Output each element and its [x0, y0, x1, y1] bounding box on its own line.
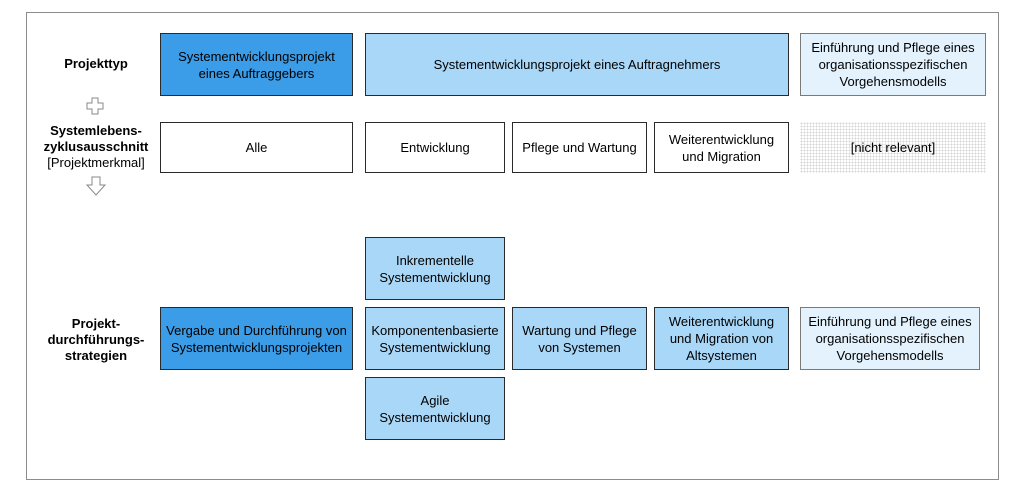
label-lebenszyklus: Systemlebens- zyklusausschnitt [Projektm… [43, 123, 149, 170]
projekttyp-auftragnehmer: Systementwicklungsprojekt eines Auftragn… [365, 33, 789, 96]
strategie-inkrementell: Inkrementelle Systementwicklung [365, 237, 505, 300]
strategie-wartung: Wartung und Pflege von Systemen [512, 307, 647, 370]
arrow-down-icon [86, 176, 106, 196]
label-projekttyp: Projekttyp [64, 56, 128, 71]
label-strategien: Projekt- durchführungs- strategien [47, 316, 145, 363]
zyklus-pflege: Pflege und Wartung [512, 122, 647, 173]
strategie-einfuehrung: Einführung und Pflege eines organisation… [800, 307, 980, 370]
projekttyp-einfuehrung: Einführung und Pflege eines organisation… [800, 33, 986, 96]
zyklus-alle: Alle [160, 122, 353, 173]
diagram-frame [26, 12, 999, 480]
projekttyp-auftraggeber: Systementwicklungsprojekt eines Auftragg… [160, 33, 353, 96]
zyklus-weiterentwicklung: Weiterentwicklung und Migration [654, 122, 789, 173]
strategie-migration: Weiterentwicklung und Migration von Alts… [654, 307, 789, 370]
strategie-agile: Agile Systementwicklung [365, 377, 505, 440]
zyklus-nicht-relevant: [nicht relevant] [800, 122, 986, 173]
strategie-komponenten: Komponentenbasierte Systementwicklung [365, 307, 505, 370]
strategie-vergabe: Vergabe und Durchführung von Systementwi… [160, 307, 353, 370]
zyklus-entwicklung: Entwicklung [365, 122, 505, 173]
plus-icon [86, 97, 104, 115]
